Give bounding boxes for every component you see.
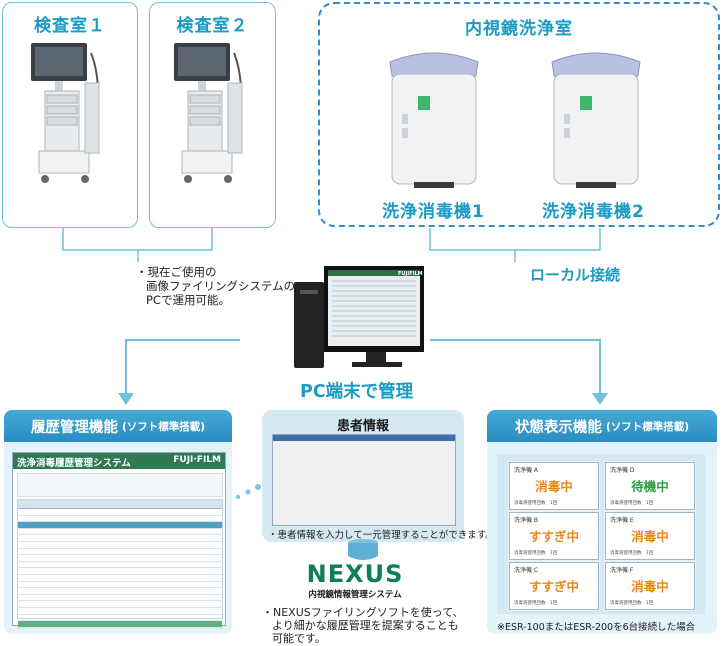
washing-room-title: 内視鏡洗浄室	[465, 19, 573, 39]
washing-room: 内視鏡洗浄室 洗浄消毒機1 洗浄消毒機2	[318, 2, 720, 227]
exam-room-2: 検査室２	[149, 2, 276, 228]
status-card: 洗浄機 E 消毒中 消毒液使用回数 1回	[605, 512, 695, 560]
nexus-logo-text: NEXUS	[306, 560, 404, 588]
patient-form-screen	[272, 434, 456, 526]
history-panel: 履歴管理機能(ソフト標準搭載) 洗浄消毒履歴管理システム FUJI·FILM	[4, 410, 232, 634]
patient-info-caption: ・患者情報を入力して一元管理することができます。	[268, 530, 495, 541]
status-panel-header: 状態表示機能(ソフト標準搭載)	[487, 410, 717, 442]
pc-usage-note: ・現在ご使用の 画像ファイリングシステムの PCで運用可能。	[136, 265, 296, 307]
nexus-note: ・NEXUSファイリングソフトを使って、 より細かな履歴管理を提案することも 可…	[262, 606, 464, 645]
status-card: 洗浄機 F 消毒中 消毒液使用回数 1回	[605, 562, 695, 610]
nexus-logo: NEXUS 内視鏡情報管理システム	[300, 560, 410, 604]
washer-1-label: 洗浄消毒機1	[382, 202, 485, 222]
pc-manage-label: PC端末で管理	[300, 382, 414, 402]
history-table	[17, 499, 223, 628]
history-screen-titlebar: 洗浄消毒履歴管理システム FUJI·FILM	[13, 453, 225, 469]
monitor-brand: FUJIFILM	[398, 271, 423, 277]
history-panel-header: 履歴管理機能(ソフト標準搭載)	[4, 410, 232, 442]
nexus-tagline: 内視鏡情報管理システム	[308, 590, 402, 600]
status-panel: 状態表示機能(ソフト標準搭載) 洗浄機 A 消毒中 消毒液使用回数 1回 洗浄機…	[487, 410, 717, 634]
patient-info-panel: 患者情報 ・患者情報を入力して一元管理することができます。	[262, 410, 495, 542]
database-icon	[348, 539, 378, 560]
status-card: 洗浄機 B すすぎ中 消毒液使用回数 1回	[509, 512, 599, 560]
local-connection-label: ローカル接続	[530, 266, 621, 284]
exam-room-1-title: 検査室１	[34, 16, 106, 36]
washer-2-label: 洗浄消毒機2	[542, 202, 645, 222]
status-footnote: ※ESR-100またはESR-200を6台接続した場合	[497, 622, 696, 633]
history-screen: 洗浄消毒履歴管理システム FUJI·FILM	[12, 452, 226, 628]
endoscope-cart-image	[174, 43, 243, 183]
status-screen: 洗浄機 A 消毒中 消毒液使用回数 1回 洗浄機 D 待機中 消毒液使用回数 1…	[497, 454, 705, 614]
washer-image-2	[551, 52, 641, 188]
status-card: 洗浄機 C すすぎ中 消毒液使用回数 1回	[509, 562, 599, 610]
history-filter-bar	[17, 473, 223, 497]
pc-terminal-image	[294, 266, 424, 368]
exam-room-2-title: 検査室２	[176, 16, 249, 36]
status-card: 洗浄機 A 消毒中 消毒液使用回数 1回	[509, 462, 599, 510]
washer-image-1	[389, 52, 479, 188]
exam-room-1: 検査室１	[2, 2, 138, 228]
endoscope-cart-image	[31, 43, 100, 183]
status-card: 洗浄機 D 待機中 消毒液使用回数 1回	[605, 462, 695, 510]
patient-info-title: 患者情報	[336, 419, 389, 434]
